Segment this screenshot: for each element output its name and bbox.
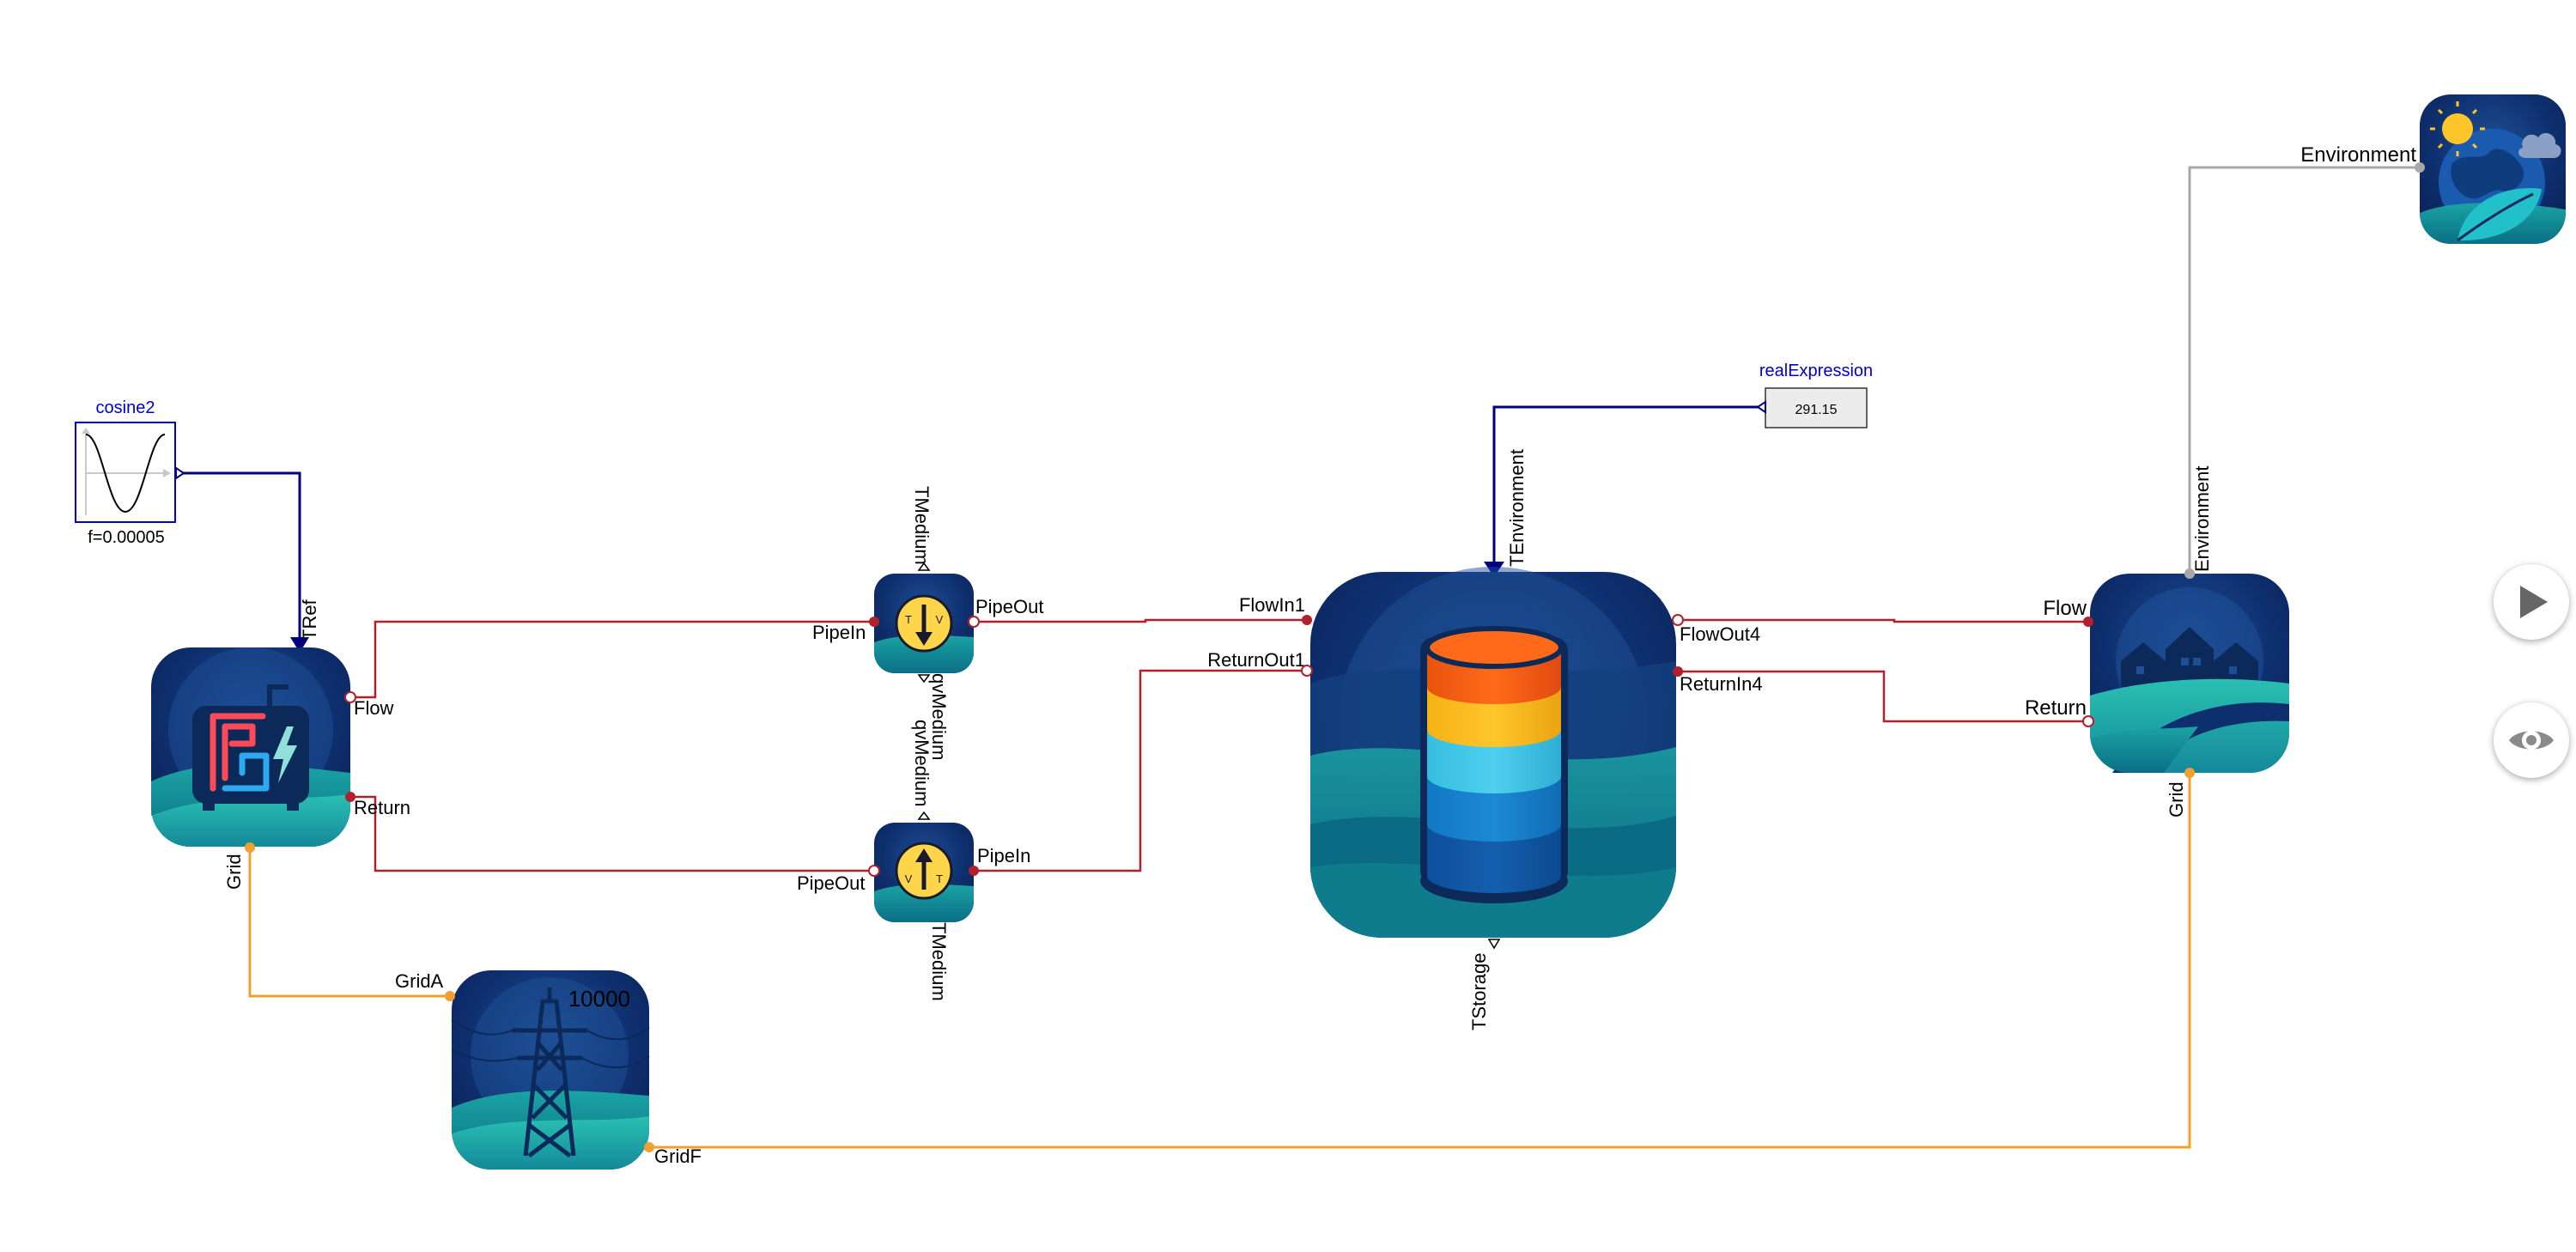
environment-port-label: Environment xyxy=(2300,143,2416,167)
grid-line-heatpump-grida[interactable] xyxy=(248,848,450,998)
grid-grida-label: GridA xyxy=(395,970,444,992)
grid-value-label: 10000 xyxy=(568,986,630,1012)
temperature-sensor-icon: V T xyxy=(874,823,974,922)
consumer-grid-label: Grid xyxy=(2166,781,2187,817)
sensor-bottom-pipeout-port[interactable] xyxy=(868,865,880,877)
storage-returnin-port[interactable] xyxy=(1673,666,1683,677)
sensor-top-pipein-label: PipeIn xyxy=(812,622,866,643)
grid-gridf-label: GridF xyxy=(654,1146,702,1167)
grid-line-gridf-consumer[interactable] xyxy=(649,773,2191,1149)
play-icon xyxy=(2520,586,2548,618)
tref-input-arrow xyxy=(290,637,309,653)
sensor-bottom-qvmedium-label: qvMedium xyxy=(911,720,933,806)
sensor-top-pipein-port[interactable] xyxy=(869,617,879,627)
signal-line-realexpression-tenvironment[interactable] xyxy=(1492,405,1765,565)
environment-block[interactable]: Environment xyxy=(2300,94,2566,244)
return-line-heatpump-sensor[interactable] xyxy=(350,795,874,872)
power-pylon-icon xyxy=(451,970,650,1170)
thermal-storage-icon xyxy=(1310,567,1676,938)
sensor-bottom-block[interactable]: V T qvMedium TMedium PipeIn PipeOut xyxy=(797,720,1030,1001)
heatpump-tref-label: TRef xyxy=(299,599,320,641)
cosine-output-port[interactable] xyxy=(175,466,185,480)
storage-flowout-port[interactable] xyxy=(1672,614,1684,626)
return-line-sensor-storage[interactable] xyxy=(974,669,1307,872)
real-expression-box xyxy=(1765,387,1868,428)
cosine-block[interactable]: cosine2 f=0.00005 xyxy=(75,398,185,547)
consumer-return-port[interactable] xyxy=(2082,715,2094,727)
consumer-flow-port[interactable] xyxy=(2083,617,2093,627)
sensor-bottom-pipeout-label: PipeOut xyxy=(797,872,866,894)
cosine-block-param: f=0.00005 xyxy=(88,528,165,547)
storage-flowout-label: FlowOut4 xyxy=(1680,623,1760,645)
heatpump-flow-port[interactable] xyxy=(344,691,356,703)
sensor-top-qvmedium-label: qvMedium xyxy=(928,673,950,760)
grid-gridf-port[interactable] xyxy=(644,1142,654,1152)
sensor-top-pipeout-label: PipeOut xyxy=(975,596,1044,617)
storage-flowin-port[interactable] xyxy=(1302,615,1312,625)
storage-returnout-port[interactable] xyxy=(1301,665,1313,677)
cosine-block-name: cosine2 xyxy=(96,398,155,417)
storage-returnin-label: ReturnIn4 xyxy=(1680,673,1763,695)
environment-line[interactable] xyxy=(2188,166,2420,574)
signal-line-cosine-tref[interactable] xyxy=(177,471,301,642)
sensor-bottom-pipein-port[interactable] xyxy=(969,866,979,876)
temperature-sensor-icon: T V xyxy=(874,574,974,673)
storage-block[interactable]: FlowIn1 ReturnOut1 FlowOut4 ReturnIn4 TE… xyxy=(1207,449,1762,1030)
consumer-flow-label: Flow xyxy=(2043,597,2087,620)
environment-output-port[interactable] xyxy=(2415,162,2425,173)
grid-grida-port[interactable] xyxy=(445,991,455,1001)
real-expression-name: realExpression xyxy=(1759,362,1873,380)
heatpump-flow-label: Flow xyxy=(354,697,394,719)
svg-text:V: V xyxy=(936,613,944,626)
real-expression-block[interactable]: realExpression 291.15 xyxy=(1756,362,1873,428)
consumer-return-label: Return xyxy=(2025,696,2087,720)
flow-line-sensor-storage[interactable] xyxy=(974,618,1307,623)
svg-text:T: T xyxy=(936,872,943,885)
sensor-top-tmedium-label: TMedium xyxy=(911,486,933,565)
real-expression-output-port[interactable] xyxy=(1756,400,1766,414)
consumer-environment-label: Environment xyxy=(2191,465,2213,572)
real-expression-value: 291.15 xyxy=(1795,403,1838,417)
heatpump-return-port[interactable] xyxy=(345,792,355,802)
storage-returnout-label: ReturnOut1 xyxy=(1207,649,1305,671)
sensor-top-pipeout-port[interactable] xyxy=(968,616,980,628)
svg-text:V: V xyxy=(905,872,913,885)
connections xyxy=(177,166,2420,1149)
sensor-bottom-tmedium-label: TMedium xyxy=(928,922,950,1001)
heatpump-return-label: Return xyxy=(354,797,410,818)
heatpump-grid-label: Grid xyxy=(223,854,245,890)
houses-icon xyxy=(2090,574,2289,773)
storage-flowin-label: FlowIn1 xyxy=(1239,594,1305,616)
globe-sun-icon xyxy=(2420,94,2566,244)
heat-pump-icon xyxy=(151,647,350,847)
consumer-block[interactable]: Flow Return Grid Environment xyxy=(2025,465,2289,817)
storage-tenvironment-label: TEnvironment xyxy=(1506,449,1528,567)
eye-icon xyxy=(2509,731,2554,750)
flow-line-storage-consumer[interactable] xyxy=(1678,618,2088,623)
grid-block[interactable]: 10000 GridA GridF xyxy=(395,970,702,1170)
svg-text:T: T xyxy=(905,613,912,626)
cosine-wave-icon xyxy=(85,434,166,514)
play-button[interactable] xyxy=(2494,564,2569,640)
consumer-environment-port[interactable] xyxy=(2184,568,2195,579)
heatpump-grid-port[interactable] xyxy=(245,842,255,853)
sensor-bottom-pipein-label: PipeIn xyxy=(977,845,1030,866)
eye-button[interactable] xyxy=(2494,702,2569,778)
heatpump-block[interactable]: TRef Flow Return Grid xyxy=(151,599,410,890)
flow-line-heatpump-sensor[interactable] xyxy=(350,620,874,699)
return-line-storage-consumer[interactable] xyxy=(1678,670,2088,723)
consumer-grid-port[interactable] xyxy=(2184,768,2195,778)
sensor-top-block[interactable]: T V TMedium qvMedium PipeIn PipeOut xyxy=(812,486,1044,760)
storage-tstorage-label: TStorage xyxy=(1468,953,1490,1031)
